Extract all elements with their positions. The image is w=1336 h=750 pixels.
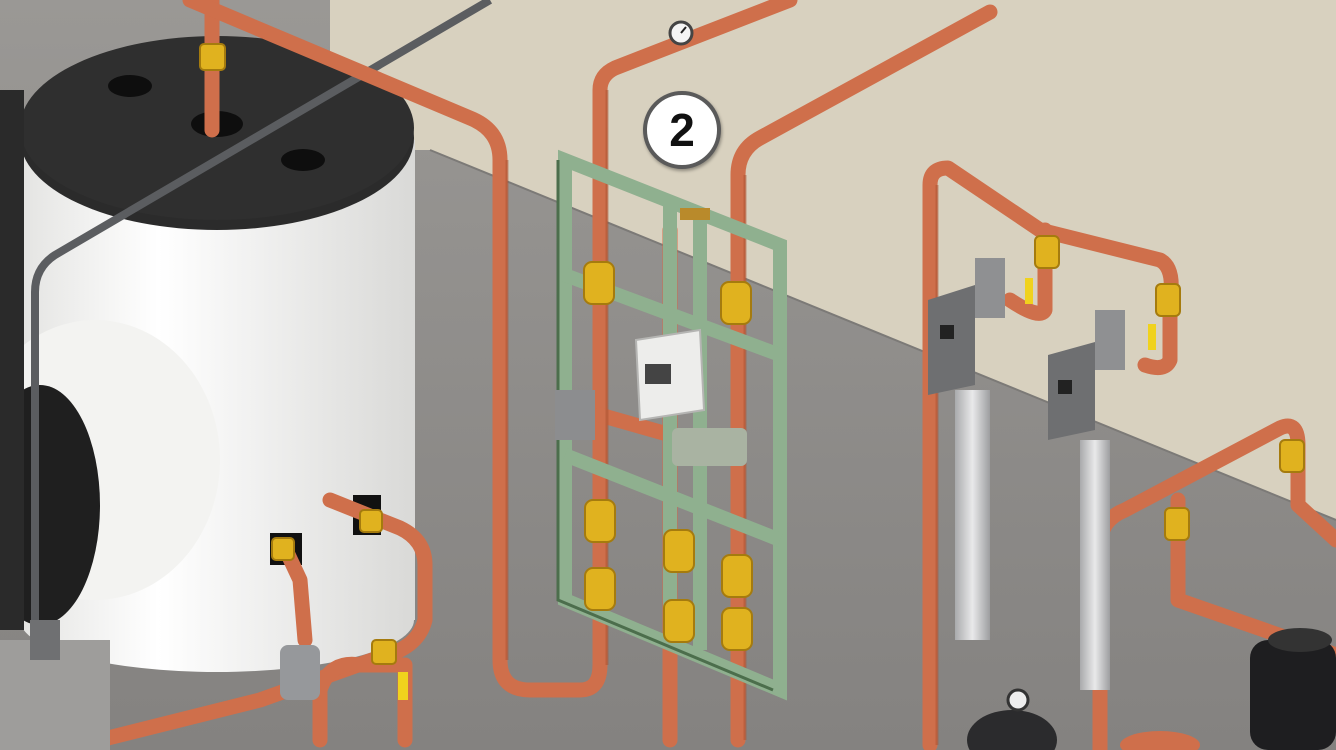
mounting-frame-edge xyxy=(556,160,774,692)
pumps xyxy=(0,390,747,750)
pressure-gauge xyxy=(668,20,694,46)
gas-line xyxy=(31,0,493,630)
valve-handles xyxy=(398,278,1156,700)
side-tank xyxy=(0,90,220,630)
brass-valves xyxy=(199,43,1305,665)
control-box xyxy=(634,328,706,422)
label-tag xyxy=(680,208,710,220)
expansion-tanks xyxy=(967,628,1336,750)
callout-number-badge: 2 xyxy=(643,91,721,169)
wall-floor-edge xyxy=(429,149,1336,521)
heat-exchangers xyxy=(928,258,1125,690)
